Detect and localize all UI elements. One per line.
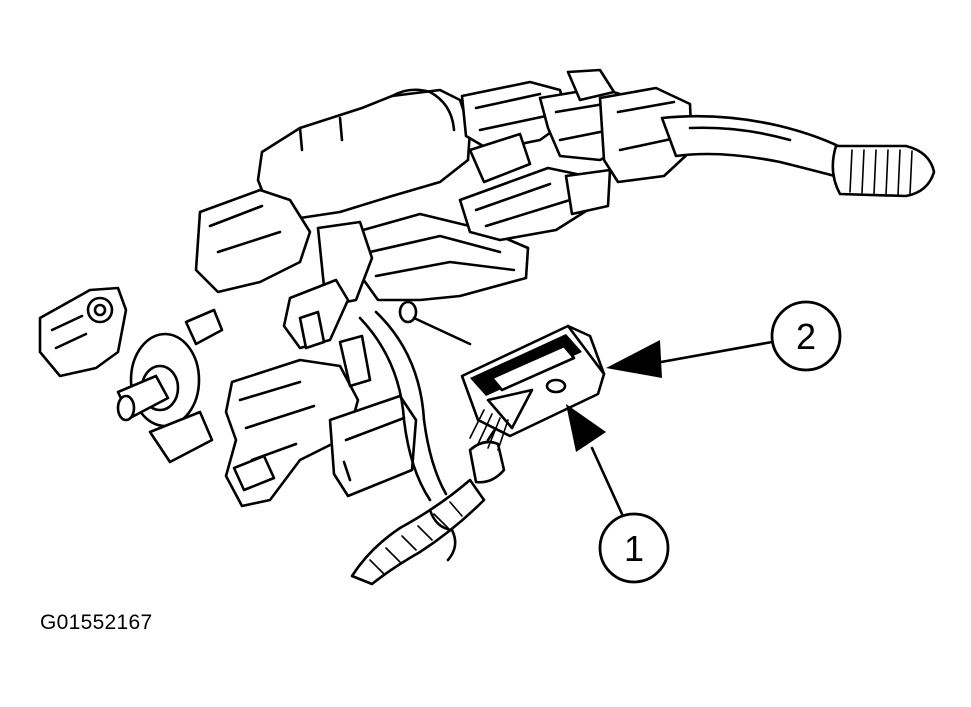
callout-2: 2 (606, 300, 842, 378)
callout-1: 1 (566, 404, 670, 584)
lock-bracket (38, 286, 128, 378)
ignition-cylinder (116, 308, 224, 464)
column-stalk (660, 114, 936, 198)
wiring-harness (350, 310, 522, 586)
callout-2-label: 2 (796, 316, 816, 357)
column-bracket (282, 166, 596, 388)
column-upper-housing (194, 88, 472, 294)
mounting-pin (398, 300, 472, 346)
connector-housing (460, 324, 606, 451)
connector-locking-tab (545, 378, 567, 394)
callout-1-label: 1 (624, 528, 644, 569)
figure-code: G01552167 (40, 611, 153, 634)
lower-mount (224, 358, 418, 508)
upper-switch-assembly (460, 68, 694, 216)
